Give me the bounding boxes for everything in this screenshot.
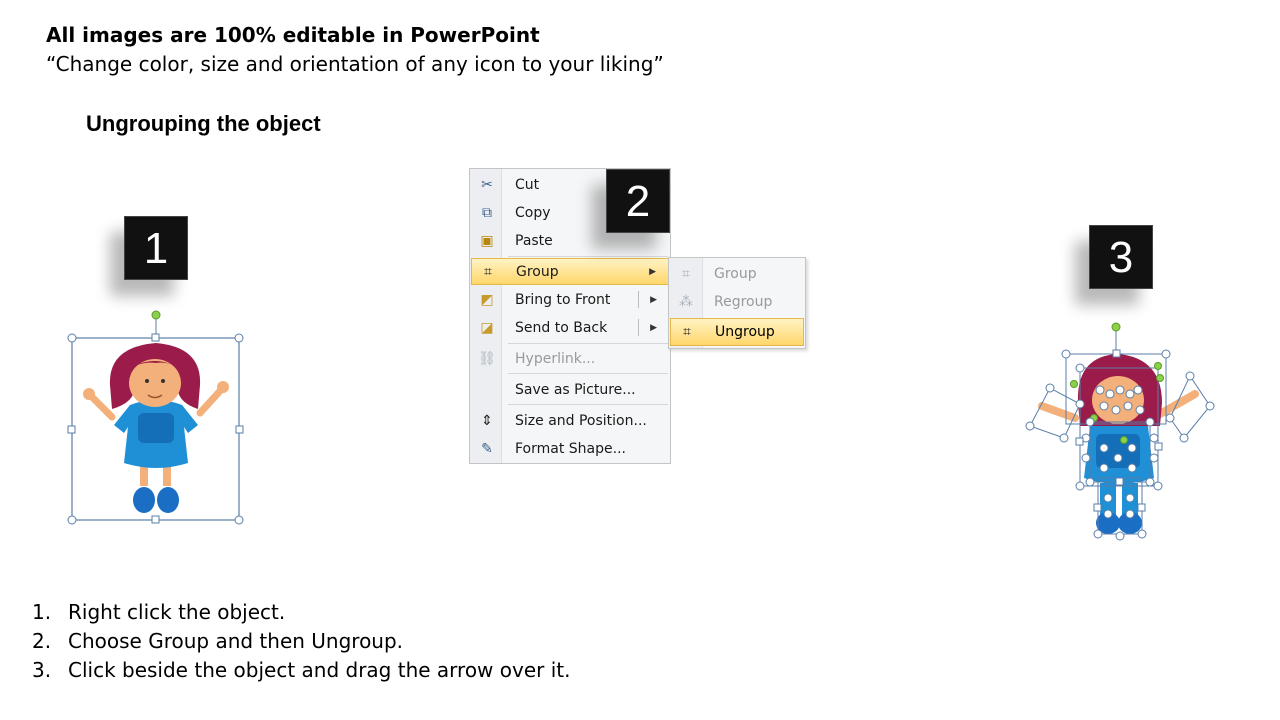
menu-separator bbox=[508, 373, 668, 374]
menu-icon-gutter bbox=[470, 169, 502, 463]
girl-illustration bbox=[67, 310, 244, 525]
menu-separator bbox=[508, 404, 668, 405]
menu-item-format-shape[interactable]: ✎ Format Shape... bbox=[471, 435, 669, 462]
format-shape-icon: ✎ bbox=[481, 440, 493, 457]
ungrouped-girl-illustration bbox=[1025, 322, 1215, 541]
menu-item-hyperlink: ⛓ Hyperlink... bbox=[478, 350, 596, 367]
menu-item-size-and-position[interactable]: ⇕ Size and Position... bbox=[471, 407, 669, 434]
scissors-icon: ✂ bbox=[481, 176, 493, 193]
hyperlink-icon: ⛓ bbox=[478, 350, 496, 367]
copy-icon: ⧉ bbox=[482, 204, 492, 221]
menu-item-copy[interactable]: ⧉ Copy bbox=[471, 199, 669, 226]
send-to-back-icon: ◪ bbox=[480, 319, 494, 336]
submenu-arrow-icon: ▶ bbox=[649, 266, 656, 277]
instruction-step: 3. Click beside the object and drag the … bbox=[32, 658, 571, 682]
group-icon: ⌗ bbox=[682, 266, 690, 282]
paste-icon: ▣ bbox=[480, 232, 494, 249]
menu-item-save-as-picture[interactable]: Save as Picture... bbox=[515, 381, 636, 398]
regroup-icon: ⁂ bbox=[679, 294, 693, 310]
girl-figure-grouped[interactable] bbox=[60, 305, 260, 530]
instruction-step: 2. Choose Group and then Ungroup. bbox=[32, 629, 404, 653]
submenu-item-group: ⌗ Group bbox=[670, 260, 804, 288]
size-position-icon: ⇕ bbox=[481, 412, 493, 429]
submenu-item-regroup: ⁂ Regroup bbox=[670, 288, 804, 316]
bring-to-front-icon: ◩ bbox=[480, 291, 494, 308]
step-badge-3: 3 bbox=[1089, 225, 1153, 289]
step-badge-2: 2 bbox=[606, 169, 670, 233]
menu-item-cut[interactable]: ✂ Cut bbox=[471, 171, 669, 198]
menu-separator bbox=[508, 256, 668, 257]
header-subtitle: “Change color, size and orientation of a… bbox=[46, 52, 664, 76]
split-divider bbox=[638, 291, 639, 308]
split-divider bbox=[638, 319, 639, 336]
menu-item-paste[interactable]: ▣ Paste bbox=[471, 227, 669, 254]
menu-item-send-to-back[interactable]: ◪ Send to Back ▶ bbox=[471, 314, 669, 341]
menu-separator bbox=[508, 343, 668, 344]
instruction-list: 1. Right click the object. 2. Choose Gro… bbox=[32, 598, 570, 685]
submenu-arrow-icon[interactable]: ▶ bbox=[650, 294, 657, 305]
submenu-arrow-icon[interactable]: ▶ bbox=[650, 322, 657, 333]
submenu-item-ungroup[interactable]: ⌗ Ungroup bbox=[670, 318, 804, 346]
header-title: All images are 100% editable in PowerPoi… bbox=[46, 23, 540, 47]
section-title: Ungrouping the object bbox=[86, 111, 321, 136]
group-icon: ⌗ bbox=[484, 263, 492, 280]
ungroup-icon: ⌗ bbox=[683, 324, 691, 340]
step-badge-1: 1 bbox=[124, 216, 188, 280]
menu-item-group[interactable]: ⌗ Group ▶ bbox=[471, 258, 669, 285]
instruction-step: 1. Right click the object. bbox=[32, 600, 286, 624]
group-submenu: ⌗ Group ⁂ Regroup ⌗ Ungroup bbox=[668, 257, 806, 349]
menu-item-bring-to-front[interactable]: ◩ Bring to Front ▶ bbox=[471, 286, 669, 313]
girl-figure-ungrouped[interactable] bbox=[1020, 318, 1220, 548]
